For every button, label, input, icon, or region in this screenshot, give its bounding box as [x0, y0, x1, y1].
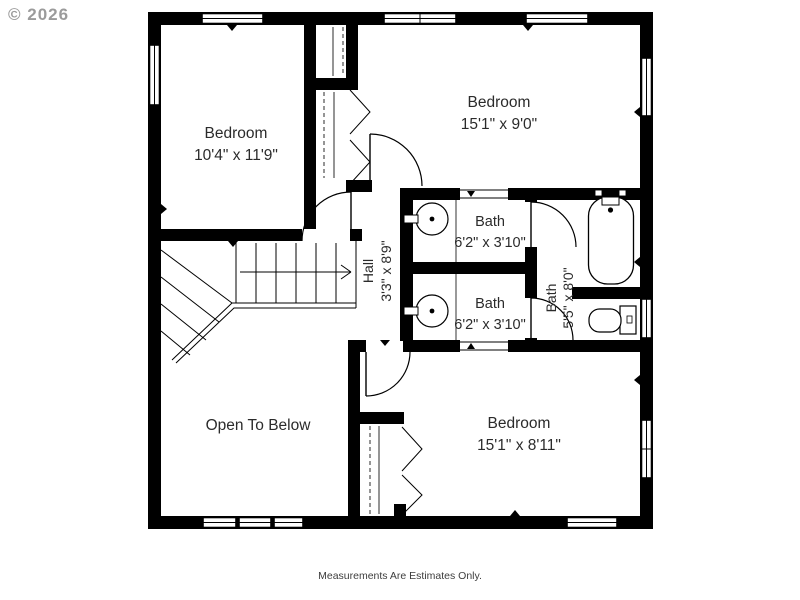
- label-bath2-dims: 6'2" x 3'10": [454, 317, 525, 333]
- window-icon: [273, 516, 304, 529]
- label-open-below: Open To Below: [206, 417, 312, 434]
- doors: [301, 89, 577, 516]
- wall-markers: [161, 25, 640, 516]
- bathtub-icon: [587, 189, 635, 285]
- window-icon: [238, 516, 272, 529]
- label-hall-name: Hall: [360, 259, 376, 283]
- window-icon: [383, 12, 457, 25]
- window-icon: [566, 516, 618, 529]
- closet-interiors: [323, 27, 380, 514]
- door-swing-icon: [369, 133, 423, 187]
- stairs-icon: [160, 241, 357, 364]
- bifold-door-icon: [349, 89, 371, 185]
- disclaimer-text: Measurements Are Estimates Only.: [318, 570, 482, 582]
- label-hall-dims: 3'3" x 8'9": [378, 240, 394, 301]
- label-bedroom-tl-name: Bedroom: [205, 125, 268, 142]
- windows: [148, 12, 653, 529]
- copyright-watermark: © 2026: [8, 5, 70, 24]
- fixtures: [403, 189, 637, 340]
- interior-walls: [148, 25, 653, 516]
- sink-icon: [403, 200, 457, 262]
- bifold-door-icon: [401, 426, 423, 516]
- label-bedroom-br-name: Bedroom: [488, 415, 551, 432]
- sink-icon: [403, 274, 457, 340]
- window-icon: [525, 12, 589, 25]
- room-labels: Bedroom 10'4" x 11'9" Bedroom 15'1" x 9'…: [194, 94, 576, 454]
- label-bath1-name: Bath: [475, 214, 505, 230]
- toilet-icon: [588, 305, 637, 335]
- window-icon: [202, 516, 237, 529]
- window-icon: [640, 419, 653, 479]
- stair-direction-arrow: [240, 264, 352, 280]
- opening-threshold: [460, 189, 508, 351]
- label-bath-main-dims: 5'5" x 8'0": [560, 267, 576, 328]
- label-bedroom-tl-dims: 10'4" x 11'9": [194, 147, 278, 164]
- label-bedroom-tr-name: Bedroom: [468, 94, 531, 111]
- window-icon: [640, 57, 653, 117]
- window-icon: [640, 298, 653, 339]
- label-bedroom-br-dims: 15'1" x 8'11": [477, 437, 561, 454]
- door-swing-icon: [530, 201, 577, 248]
- door-swing-icon: [530, 297, 574, 341]
- door-swing-icon: [301, 191, 352, 242]
- label-bath-main-name: Bath: [543, 284, 559, 313]
- label-bath1-dims: 6'2" x 3'10": [454, 235, 525, 251]
- window-icon: [201, 12, 264, 25]
- label-bath2-name: Bath: [475, 296, 505, 312]
- door-swing-icon: [365, 351, 411, 397]
- label-bedroom-tr-dims: 15'1" x 9'0": [461, 116, 537, 133]
- window-icon: [148, 44, 161, 106]
